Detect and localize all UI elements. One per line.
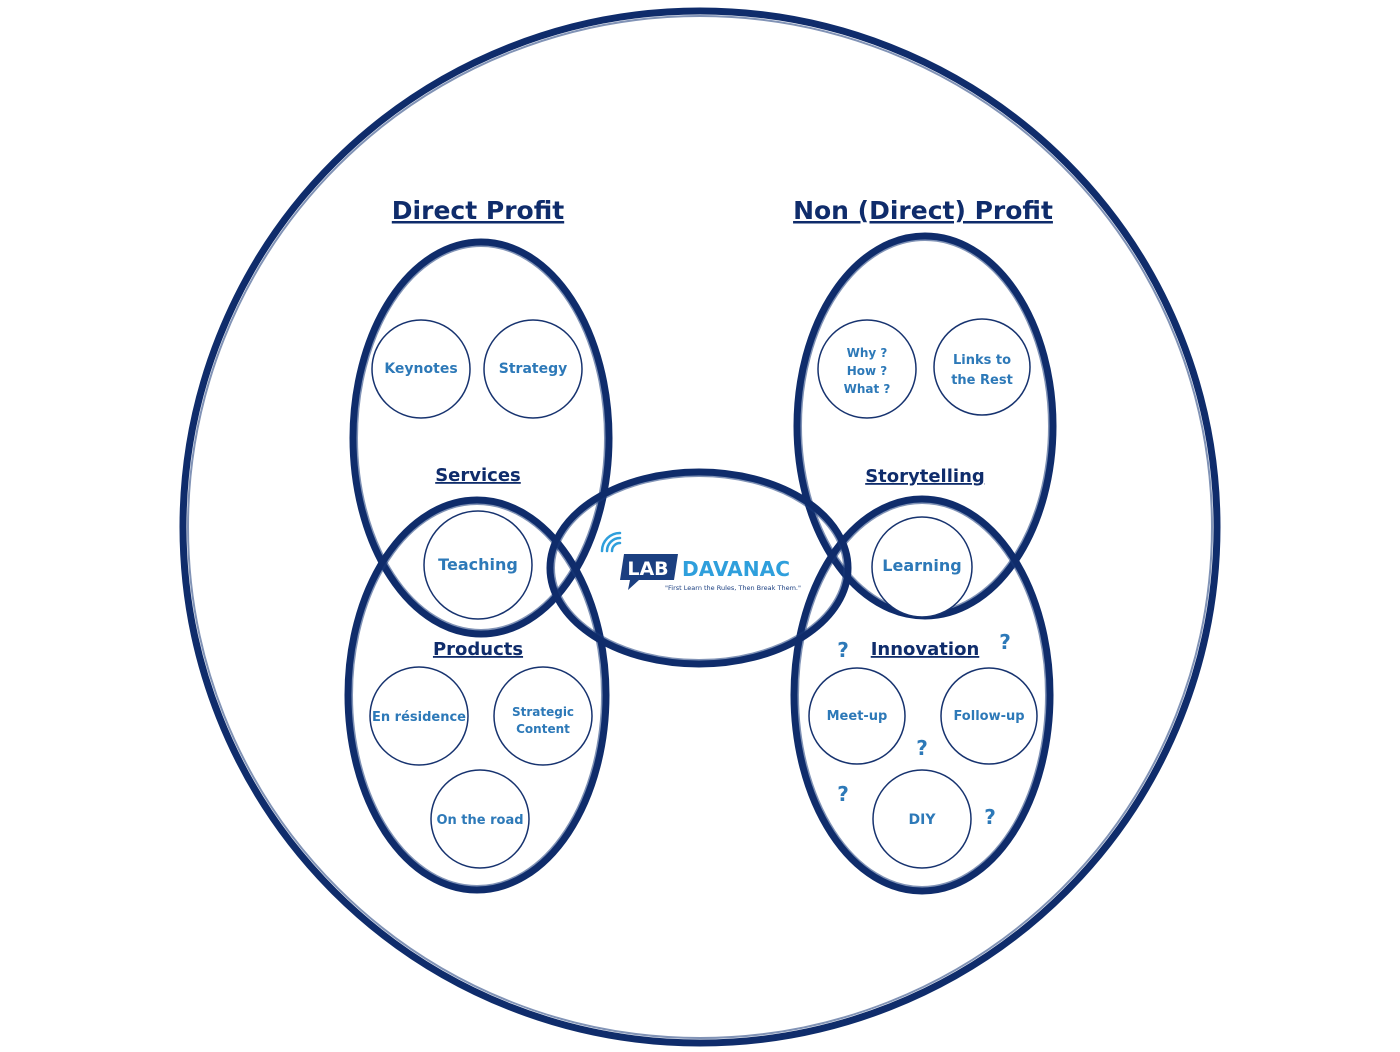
- followup-bubble: [940, 667, 1038, 765]
- how-label: How ?: [847, 364, 888, 378]
- outer-circle: [179, 7, 1221, 1047]
- meetup-bubble: [808, 667, 906, 765]
- innovation-ellipse: [790, 495, 1054, 895]
- signal-icon: [600, 531, 622, 553]
- strategic-content-label-line1: Strategic: [512, 705, 574, 719]
- teaching-bubble: [423, 510, 533, 620]
- on-the-road-bubble: [430, 769, 530, 869]
- products-ellipse-texture: [351, 503, 603, 887]
- diy-bubble: [872, 769, 972, 869]
- services-heading: Services: [435, 465, 521, 486]
- services-ellipse: [349, 238, 613, 638]
- links-to-the-rest-bubble: [933, 318, 1031, 416]
- question-mark-5: ?: [984, 805, 996, 829]
- what-label: What ?: [844, 382, 891, 396]
- innovation-heading: Innovation: [871, 639, 980, 660]
- links-label-line1: Links to: [953, 353, 1011, 368]
- why-how-what-bubble: [817, 319, 917, 419]
- on-the-road-label: On the road: [436, 813, 523, 828]
- strategic-content-label-line2: Content: [516, 722, 570, 736]
- outer-circle-texture: [187, 15, 1213, 1039]
- strategic-content-bubble: [493, 666, 593, 766]
- products-ellipse: [344, 496, 610, 894]
- logo-lab-text: LAB: [627, 558, 668, 580]
- center-ellipse-texture: [553, 475, 845, 661]
- question-mark-1: ?: [837, 638, 849, 662]
- storytelling-heading: Storytelling: [865, 466, 985, 487]
- followup-label: Follow-up: [953, 709, 1024, 724]
- keynotes-bubble: [371, 319, 471, 419]
- services-ellipse-texture: [356, 245, 606, 631]
- keynotes-label: Keynotes: [384, 361, 457, 377]
- question-mark-2: ?: [999, 630, 1011, 654]
- question-mark-3: ?: [916, 736, 928, 760]
- lab-badge-shape: [620, 554, 678, 590]
- direct-profit-heading: Direct Profit: [392, 196, 564, 225]
- logo-davanac-text: DAVANAC: [682, 557, 790, 581]
- strategy-label: Strategy: [499, 361, 567, 377]
- learning-bubble: [871, 516, 973, 618]
- en-residence-bubble: [369, 666, 469, 766]
- learning-label: Learning: [882, 556, 961, 575]
- en-residence-label: En résidence: [372, 710, 466, 725]
- question-mark-4: ?: [837, 782, 849, 806]
- teaching-label: Teaching: [438, 555, 518, 574]
- why-label: Why ?: [847, 346, 888, 360]
- links-label-line2: the Rest: [951, 373, 1013, 388]
- non-direct-profit-heading: Non (Direct) Profit: [793, 196, 1053, 225]
- meetup-label: Meet-up: [827, 709, 888, 724]
- logo-tagline-text: "First Learn the Rules, Then Break Them.…: [665, 584, 801, 592]
- innovation-ellipse-texture: [797, 502, 1047, 888]
- center-ellipse: [546, 468, 852, 668]
- lab-davanac-logo: LAB DAVANAC "First Learn the Rules, Then…: [600, 531, 801, 592]
- diy-label: DIY: [909, 812, 937, 828]
- strategy-bubble: [483, 319, 583, 419]
- products-heading: Products: [433, 639, 523, 660]
